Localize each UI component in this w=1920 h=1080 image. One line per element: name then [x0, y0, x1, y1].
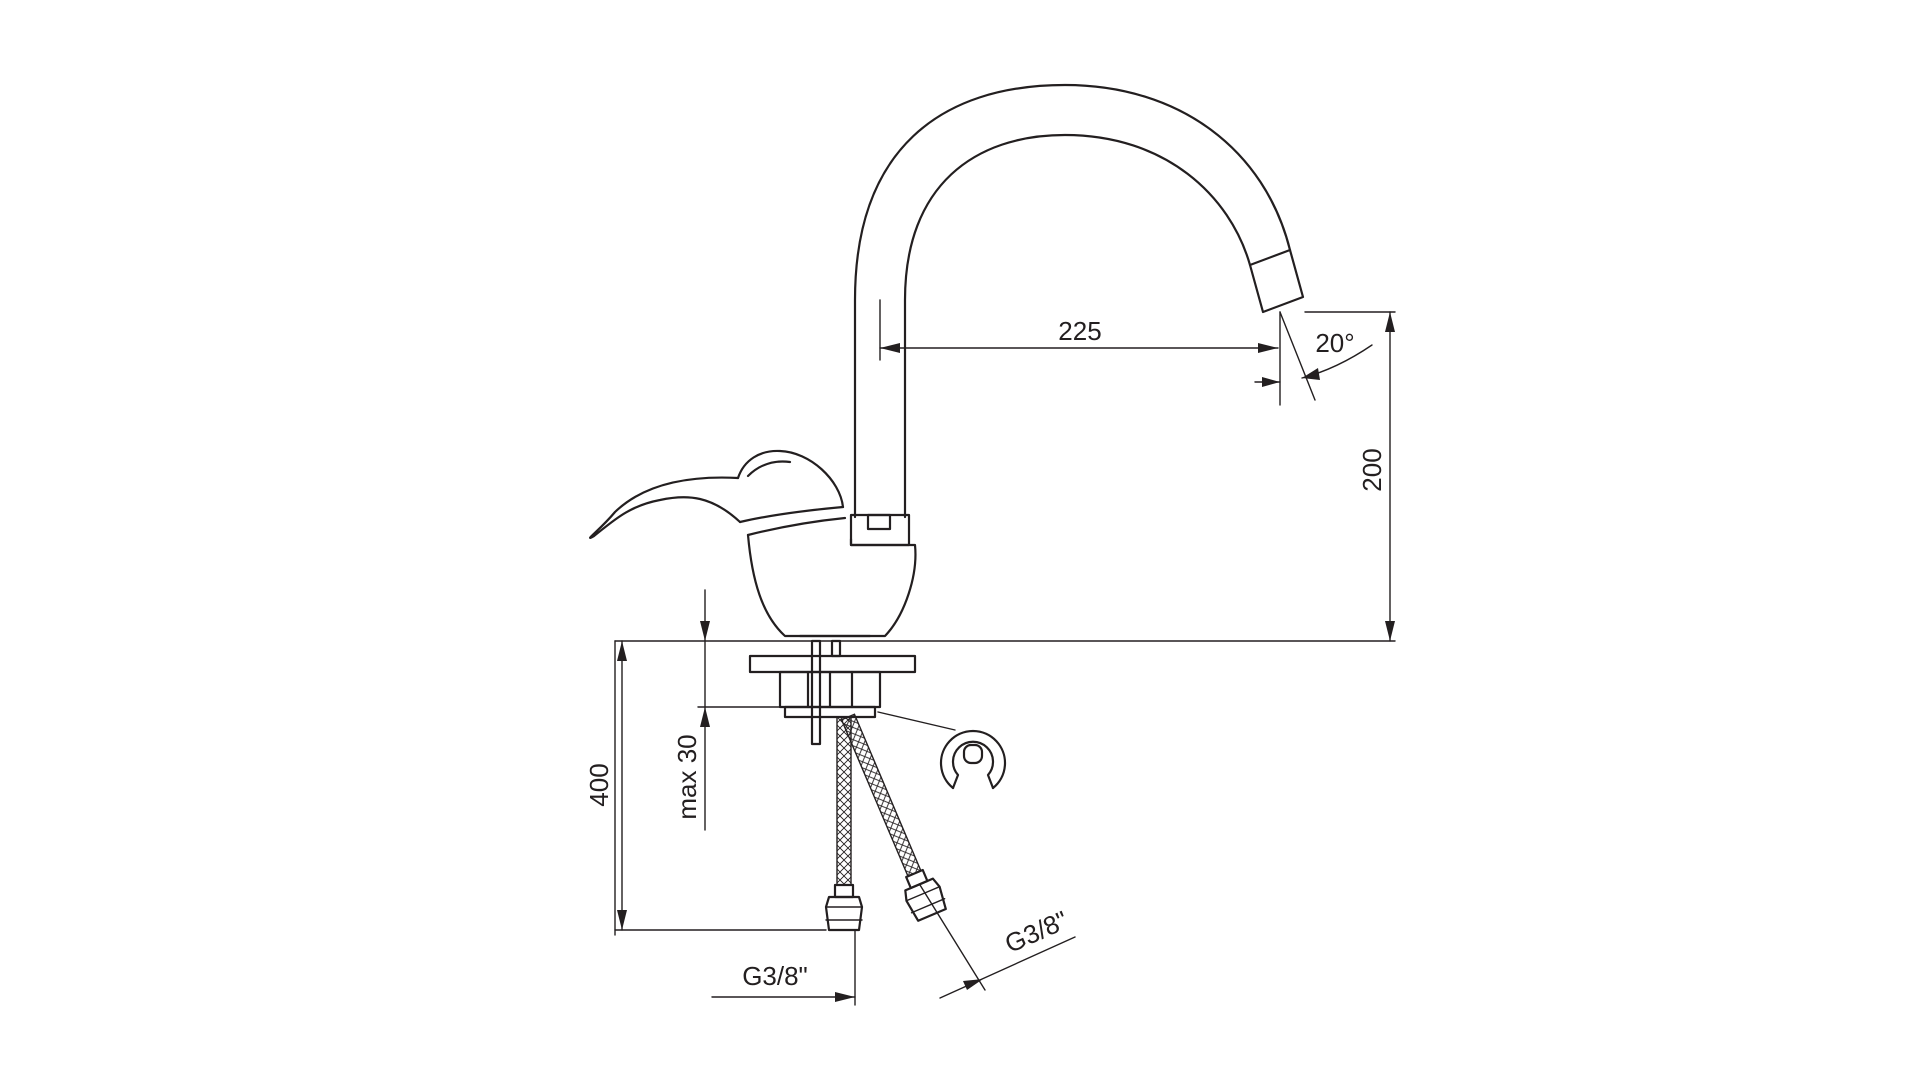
- dimension-thread-vertical: G3/8": [711, 929, 856, 1006]
- hose-nut-vertical: [824, 895, 864, 932]
- lever-handle: [589, 449, 847, 539]
- angle-label: 20°: [1315, 328, 1354, 358]
- dimension-reach: 225: [879, 299, 1279, 361]
- dimension-height: 200: [1304, 311, 1396, 642]
- mounting-hardware: [748, 639, 917, 746]
- max-thickness-label: max 30: [672, 734, 702, 819]
- dimension-max-thickness: max 30: [672, 589, 786, 831]
- horseshoe-washer: [877, 711, 1007, 790]
- hose-angled: [840, 713, 947, 922]
- hose-length-label: 400: [584, 763, 614, 806]
- thread-vertical-label: G3/8": [742, 961, 808, 991]
- dimension-hose-length: 400: [584, 640, 827, 936]
- dimension-angle: 20°: [1254, 311, 1373, 406]
- height-label: 200: [1357, 448, 1387, 491]
- spout: [849, 83, 1305, 547]
- aerator-tip: [1248, 248, 1305, 314]
- hose-vertical: [824, 716, 864, 932]
- stud-bolt: [810, 639, 822, 746]
- reach-label: 225: [1058, 316, 1101, 346]
- thread-angled-label: G3/8": [1000, 905, 1072, 959]
- mixer-body: [746, 533, 917, 638]
